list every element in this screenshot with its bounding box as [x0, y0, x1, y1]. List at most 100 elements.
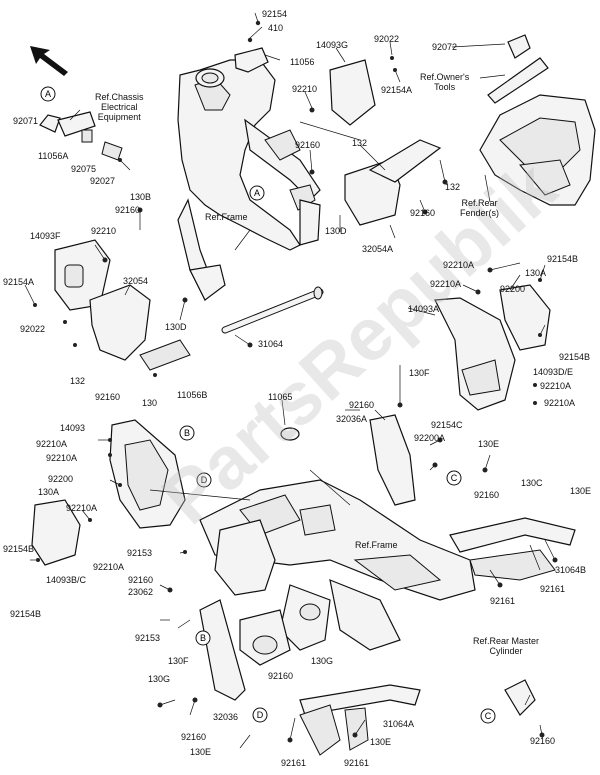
label-92161-a: 92161: [540, 584, 566, 594]
label-92154b-left: 92154B: [3, 544, 35, 554]
label-14093f: 14093F: [30, 231, 61, 241]
label-130g: 130G: [148, 674, 171, 684]
rear-fender: [479, 94, 596, 206]
label-31064: 31064: [258, 339, 284, 349]
label-92154b-right2: 92154B: [559, 352, 591, 362]
label-23062: 23062: [128, 587, 154, 597]
label-132-top: 132: [352, 138, 368, 148]
cover-14093f-window: [64, 264, 84, 288]
label-130-left: 130: [142, 398, 158, 408]
callout-a-top: A: [40, 86, 56, 102]
label-14093: 14093: [60, 423, 86, 433]
label-92160-r2: 92160: [474, 490, 500, 500]
svg-text:B: B: [200, 633, 206, 643]
label-92027: 92027: [90, 176, 116, 186]
label-32036: 32036: [213, 712, 239, 722]
label-92154b-right: 92154B: [547, 254, 579, 264]
fasteners: [33, 20, 558, 743]
label-92210-top: 92210: [292, 84, 318, 94]
label-130a-left: 130A: [38, 487, 60, 497]
label-92161-bot1: 92161: [281, 758, 307, 768]
rear-master-cylinder: [504, 679, 536, 716]
label-92210a-b: 92210A: [430, 279, 462, 289]
label-11056a: 11056A: [38, 151, 69, 161]
svg-text:D: D: [201, 475, 208, 485]
rail-31064b: [449, 517, 576, 553]
shaft-31064: [221, 286, 324, 334]
label-92161-bot2: 92161: [344, 758, 370, 768]
label-11056b: 11056B: [177, 390, 208, 400]
cover-14093bc: [31, 499, 81, 566]
label-11065: 11065: [268, 392, 293, 402]
label-92160-c: 92160: [349, 400, 375, 410]
callout-b-left: B: [179, 425, 195, 441]
label-92210a-h: 92210A: [93, 562, 125, 572]
front-direction-arrow-icon: [30, 46, 68, 76]
label-132-right: 132: [445, 182, 461, 192]
label-ref-frame-top: Ref.Frame: [205, 212, 248, 222]
label-11056: 11056: [290, 57, 315, 67]
label-92072: 92072: [432, 42, 458, 52]
label-92154-top: 92154: [262, 9, 288, 19]
label-92210a-e: 92210A: [36, 439, 68, 449]
label-92022-left: 92022: [20, 324, 46, 334]
bracket-32054: [89, 284, 151, 361]
label-92154a-left: 92154A: [3, 277, 35, 287]
label-92160-bot: 92160: [181, 732, 207, 742]
label-92160-lower: 92160: [95, 392, 121, 402]
label-92160-top: 92160: [295, 140, 321, 150]
cover-14093de: [499, 284, 551, 351]
label-ref-frame-low: Ref.Frame: [355, 540, 398, 550]
label-130e-bot: 130E: [190, 747, 212, 757]
label-92160-mid2: 92160: [268, 671, 294, 681]
label-92153-a: 92153: [127, 548, 153, 558]
svg-text:C: C: [485, 711, 492, 721]
callout-d-lower: D: [252, 707, 268, 723]
label-130b: 130B: [130, 192, 152, 202]
central-subframe: [199, 479, 476, 666]
leader-lines: [24, 12, 556, 749]
label-32036a: 32036A: [336, 414, 368, 424]
label-130a-right: 130A: [525, 268, 547, 278]
label-14093a: 14093A: [408, 304, 440, 314]
label-92200-right: 92200: [500, 284, 526, 294]
plate-132: [368, 139, 442, 183]
label-92071: 92071: [13, 116, 39, 126]
label-92154c: 92154C: [431, 420, 463, 430]
label-92075: 92075: [71, 164, 97, 174]
label-132-left: 132: [70, 376, 86, 386]
callout-c-right: C: [446, 470, 462, 486]
label-92200-left: 92200: [48, 474, 74, 484]
svg-text:D: D: [257, 710, 264, 720]
label-92153-b: 92153: [135, 633, 161, 643]
label-92160-mid: 92160: [410, 208, 436, 218]
label-32054: 32054: [123, 276, 149, 286]
label-92022-top: 92022: [374, 34, 400, 44]
label-ref-rear-fender: Ref.Rear Fender(s): [460, 198, 500, 218]
bracket-32036: [199, 599, 246, 701]
label-14093de: 14093D/E: [533, 367, 574, 377]
callout-d-left: D: [196, 472, 212, 488]
label-14093bc: 14093B/C: [46, 575, 87, 585]
cover-14093: [109, 419, 186, 529]
label-92210a-f: 92210A: [46, 453, 78, 463]
bracket-32036a: [369, 414, 416, 506]
callout-a-frame: A: [249, 185, 265, 201]
cover-11056a: [39, 111, 123, 161]
tool-92072: [507, 34, 531, 59]
label-92210-left: 92210: [91, 226, 117, 236]
label-92210a-c: 92210A: [540, 381, 572, 391]
main-frame-upper: [177, 47, 321, 302]
label-92160-br: 92160: [530, 736, 556, 746]
label-130e-right: 130E: [478, 439, 500, 449]
label-92154a-top: 92154A: [381, 85, 413, 95]
label-92200a: 92200A: [414, 433, 446, 443]
svg-text:A: A: [254, 188, 260, 198]
bracket-11056b: [139, 339, 191, 371]
label-92160-b: 92160: [128, 575, 154, 585]
label-92161-b: 92161: [490, 596, 516, 606]
bushing-11065: [280, 427, 300, 441]
cover-14093g: [329, 59, 376, 126]
label-14093g: 14093G: [316, 40, 349, 50]
